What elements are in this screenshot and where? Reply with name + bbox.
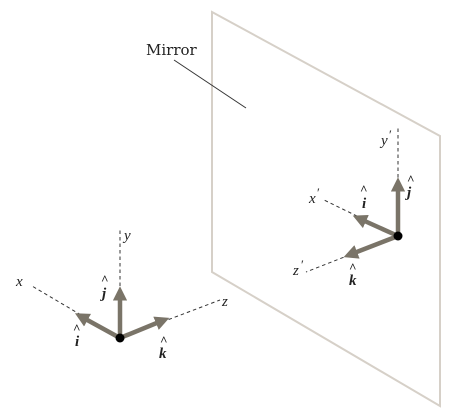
original-vector-i [74, 313, 123, 341]
mirrored-frame: y ′ x ′ z ′ ^ j ^ i ^ k [292, 126, 415, 289]
original-k-hat: ^ [160, 333, 168, 348]
original-k-label: k [159, 346, 167, 362]
mirrored-z-axis-label: z [292, 263, 299, 279]
mirrored-i-hat: ^ [360, 182, 368, 197]
mirrored-x-axis-label: x [308, 191, 316, 207]
mirrored-x-axis-prime: ′ [317, 185, 320, 200]
mirrored-j-hat: ^ [407, 172, 415, 187]
mirrored-y-axis-label: y [379, 133, 388, 149]
mirrored-z-axis-prime: ′ [301, 257, 304, 272]
mirror-label: Mirror [146, 41, 198, 59]
original-x-axis [31, 285, 121, 339]
mirrored-i-label: i [362, 196, 367, 212]
original-j-hat: ^ [101, 272, 109, 287]
mirrored-origin-dot [393, 231, 403, 241]
mirrored-y-axis-prime: ′ [389, 127, 392, 142]
original-frame: y x z ^ j ^ i ^ k [15, 228, 228, 362]
original-z-axis-label: z [221, 294, 228, 310]
mirror-plane [211, 10, 441, 408]
mirrored-vector-k [343, 233, 401, 259]
original-j-label: j [100, 286, 107, 302]
mirrored-j-label: j [405, 185, 412, 201]
original-i-label: i [75, 334, 80, 350]
original-i-hat: ^ [73, 321, 81, 336]
mirrored-k-label: k [349, 273, 357, 289]
original-vector-k [117, 316, 170, 341]
mirror-leader-line [173, 59, 247, 109]
original-y-axis-label: y [122, 228, 131, 244]
original-x-axis-label: x [15, 274, 23, 290]
original-z-axis [119, 299, 221, 339]
mirrored-k-hat: ^ [349, 260, 357, 275]
original-origin-dot [115, 333, 125, 343]
mirrored-vector-i [352, 214, 401, 239]
